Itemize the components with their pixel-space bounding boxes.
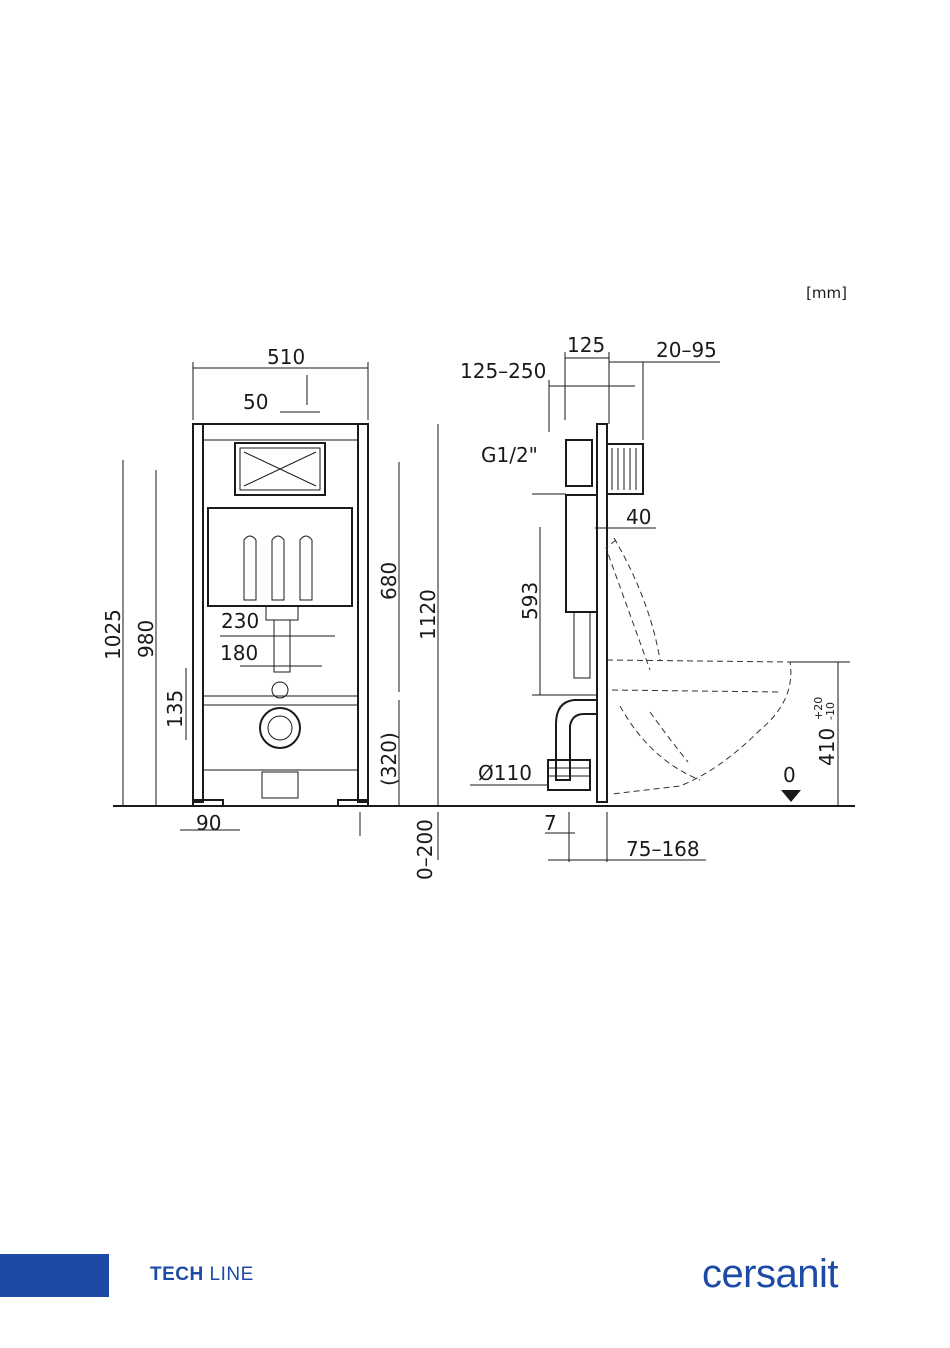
drain-outlet xyxy=(260,708,300,748)
floor-zero-marker xyxy=(781,790,801,802)
dim-125: 125 xyxy=(567,333,605,357)
dim-680: 680 xyxy=(377,562,401,600)
dim-75-168: 75–168 xyxy=(626,837,700,861)
dim-zero: 0 xyxy=(783,763,796,787)
cistern-body xyxy=(208,508,352,606)
dim-pipe: Ø110 xyxy=(478,761,532,785)
dim-flush-offset: 50 xyxy=(243,390,268,414)
footer-accent-bar xyxy=(0,1254,109,1297)
dim-1120: 1120 xyxy=(416,589,440,640)
dim-foot-adj: 0–200 xyxy=(413,819,437,880)
brand-strong: TECH xyxy=(150,1264,204,1285)
dim-230: 230 xyxy=(221,609,259,633)
side-view: 125 20–95 125–250 G1/2" 40 593 Ø110 0 41… xyxy=(460,333,850,862)
dim-410-tol-minus: -10 xyxy=(824,702,837,720)
dim-width: 510 xyxy=(267,345,305,369)
dim-125-250: 125–250 xyxy=(460,359,546,383)
brand-light: LINE xyxy=(204,1264,254,1285)
tech-line-brand: TECH LINE xyxy=(150,1264,254,1286)
dim-135: 135 xyxy=(163,690,187,728)
cersanit-logo: cersanit xyxy=(702,1252,838,1297)
dim-20-95: 20–95 xyxy=(656,338,717,362)
side-frame xyxy=(597,424,607,802)
frame-right-upright xyxy=(358,424,368,802)
dim-inlet: G1/2" xyxy=(481,443,538,467)
dim-410: 410 xyxy=(815,728,839,766)
dim-foot-90: 90 xyxy=(196,811,221,835)
dim-180: 180 xyxy=(220,641,258,665)
frame-left-upright xyxy=(193,424,203,802)
dim-320: (320) xyxy=(377,732,401,786)
dim-7: 7 xyxy=(544,811,557,835)
dim-593: 593 xyxy=(518,582,542,620)
cistern-side xyxy=(566,495,597,612)
front-view: 510 50 1025 980 680 1120 230 180 135 (32… xyxy=(101,345,440,880)
toilet-bowl-outline xyxy=(607,660,791,794)
dim-40: 40 xyxy=(626,505,651,529)
dim-1025: 1025 xyxy=(101,609,125,660)
dim-980: 980 xyxy=(134,620,158,658)
